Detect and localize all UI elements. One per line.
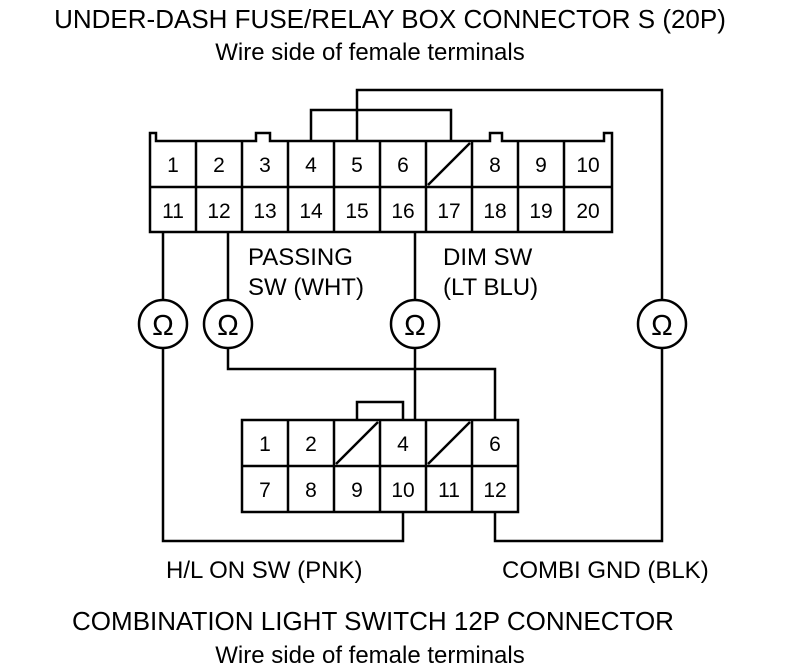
passing-sw-label-line2: SW (WHT) <box>248 274 364 301</box>
top-pin-12: 12 <box>207 200 230 223</box>
top-connector-outline <box>148 131 614 234</box>
top-pin-2: 2 <box>213 154 225 177</box>
bottom-connector <box>240 400 520 514</box>
top-jumper-4-6 <box>309 108 453 141</box>
top-pin-9: 9 <box>535 154 547 177</box>
top-pin-20: 20 <box>576 200 599 223</box>
top-connector-column-dividers <box>194 141 566 232</box>
dim-sw-label-line1: DIM SW <box>443 244 533 271</box>
top-pin-16: 16 <box>391 200 414 223</box>
top-pin-10: 10 <box>576 154 599 177</box>
bottom-pin-6: 6 <box>489 433 501 456</box>
top-pin-1: 1 <box>167 154 179 177</box>
ohmmeter-4: Ω <box>636 298 688 350</box>
bottom-pin-11: 11 <box>438 479 460 502</box>
ohmmeter-1-icon <box>137 298 189 350</box>
top-pin-19: 19 <box>529 200 552 223</box>
top-pin-15: 15 <box>345 200 368 223</box>
bottom-empty-cavity-3 <box>335 421 379 465</box>
bottom-pin-10: 10 <box>391 479 414 502</box>
top-pin-5: 5 <box>351 154 363 177</box>
bottom-pin-1: 1 <box>259 433 271 456</box>
ohmmeter-2-symbol: Ω <box>217 310 239 342</box>
top-pin-18: 18 <box>483 200 506 223</box>
ohmmeter-3: Ω <box>389 298 441 350</box>
top-pin-4: 4 <box>305 154 317 177</box>
bottom-pin-9: 9 <box>351 479 363 502</box>
bottom-connector-column-dividers <box>286 420 474 512</box>
top-connector-subtitle: Wire side of female terminals <box>215 39 524 66</box>
top-connector-row2: 11 12 13 14 15 16 17 18 19 20 <box>162 200 600 223</box>
top-pin-8: 8 <box>489 154 501 177</box>
top-pin-14: 14 <box>299 200 323 223</box>
ohmmeter-2: Ω <box>202 298 254 350</box>
wire-meter4-to-bottom-pin12 <box>493 349 664 543</box>
bottom-pin-4: 4 <box>397 433 409 456</box>
passing-sw-label-line1: PASSING <box>248 244 353 271</box>
bottom-connector-title: COMBINATION LIGHT SWITCH 12P CONNECTOR <box>72 606 674 636</box>
bottom-pin-12: 12 <box>483 479 506 502</box>
top-connector-row1: 1 2 3 4 5 6 8 9 10 <box>167 154 600 177</box>
top-empty-cavity-7 <box>427 142 471 186</box>
bottom-connector-row2: 7 8 9 10 11 12 <box>259 479 507 502</box>
top-connector <box>148 88 664 300</box>
ohmmeter-4-symbol: Ω <box>651 310 673 342</box>
ohmmeter-4-icon <box>636 298 688 350</box>
bottom-empty-cavity-5 <box>427 421 471 465</box>
ohmmeter-2-icon <box>202 298 254 350</box>
ohmmeter-1: Ω <box>137 298 189 350</box>
top-pin-3: 3 <box>259 154 271 177</box>
wire-meter1-to-bottom-pin10 <box>161 349 405 543</box>
top-pin-13: 13 <box>253 200 276 223</box>
top-pin-6: 6 <box>397 154 409 177</box>
bottom-pin-7: 7 <box>259 479 271 502</box>
ohmmeter-3-symbol: Ω <box>404 310 426 342</box>
wire-pin5-to-gnd-meter <box>355 88 664 300</box>
ohmmeter-1-symbol: Ω <box>152 310 174 342</box>
dim-sw-label-line2: (LT BLU) <box>443 274 538 301</box>
hl-on-sw-label: H/L ON SW (PNK) <box>166 557 362 584</box>
bottom-pin-8: 8 <box>305 479 317 502</box>
combi-gnd-label: COMBI GND (BLK) <box>502 557 709 584</box>
bottom-jumper <box>355 400 405 420</box>
ohmmeter-3-icon <box>389 298 441 350</box>
top-connector-title: UNDER-DASH FUSE/RELAY BOX CONNECTOR S (2… <box>54 4 726 34</box>
top-pin-11: 11 <box>162 200 184 223</box>
bottom-connector-subtitle: Wire side of female terminals <box>215 642 524 669</box>
top-pin-17: 17 <box>437 200 460 223</box>
wire-meter2-to-bottom-pin6 <box>226 349 497 420</box>
test-wires <box>161 232 664 543</box>
bottom-pin-2: 2 <box>305 433 317 456</box>
bottom-connector-row1: 1 2 4 6 <box>259 433 501 456</box>
